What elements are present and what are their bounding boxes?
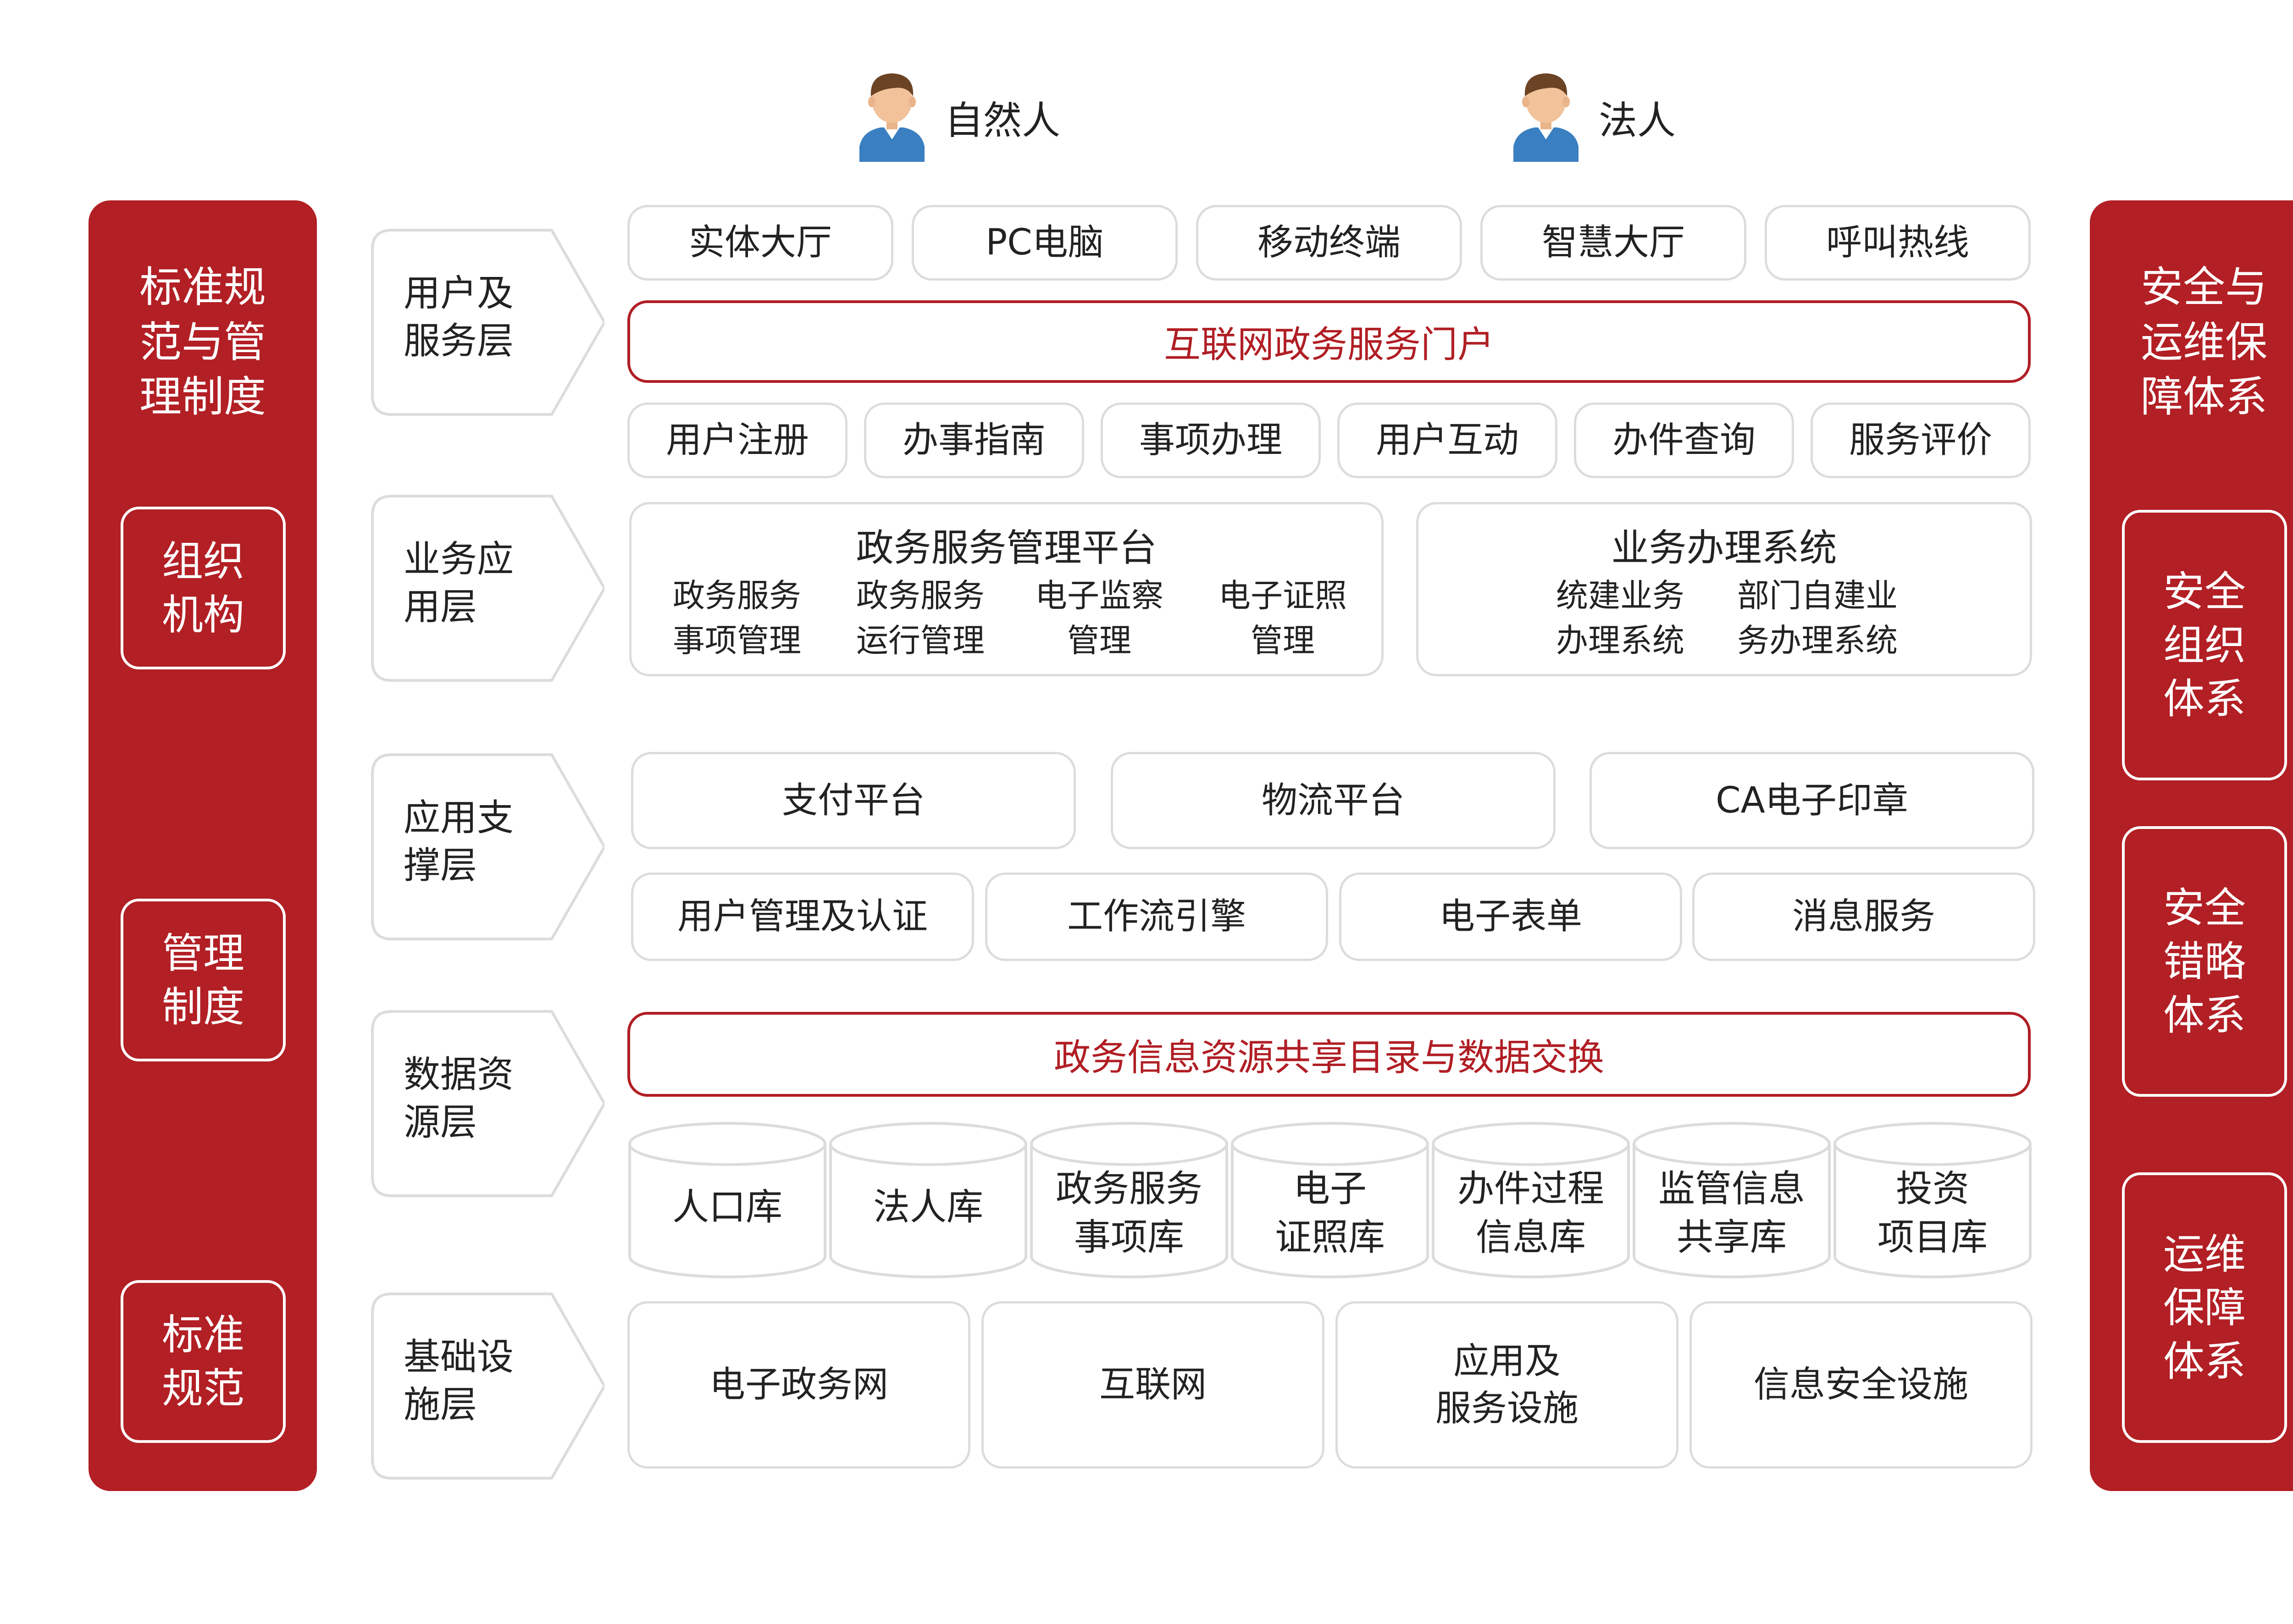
right-pillar-item-security-strategy: 安全 错略 体系 — [2122, 826, 2287, 1097]
support-box: 消息服务 — [1692, 873, 2035, 961]
platform-item: 政务服务 事项管理 — [673, 577, 801, 659]
layer-label-infra: 基础设 施层 — [371, 1292, 604, 1480]
function-box: 事项办理 — [1101, 403, 1321, 478]
database-icon — [1231, 1122, 1429, 1278]
right-pillar-item-security-org: 安全 组织 体系 — [2122, 510, 2287, 780]
database-cylinder: 法人库 — [828, 1121, 1028, 1279]
support-box: 电子表单 — [1339, 873, 1682, 961]
layer-label-support: 应用支 撑层 — [371, 753, 604, 941]
support-box: 支付平台 — [631, 752, 1076, 849]
database-cylinder: 监管信息 共享库 — [1632, 1121, 1832, 1279]
right-pillar-title: 安全与 运维保 障体系 — [2140, 263, 2267, 422]
database-label: 政务服务 事项库 — [1056, 1167, 1202, 1259]
layer-label-text: 数据资 源层 — [404, 1053, 514, 1143]
function-box: 用户注册 — [627, 403, 847, 478]
support-box: 物流平台 — [1111, 752, 1556, 849]
database-icon — [829, 1122, 1027, 1278]
database-icon — [1432, 1122, 1630, 1278]
platform-item: 电子监察 管理 — [1035, 577, 1163, 659]
database-icon — [628, 1122, 826, 1278]
system-item: 统建业务 办理系统 — [1556, 577, 1684, 659]
database-label: 法人库 — [873, 1186, 983, 1228]
function-box: 服务评价 — [1811, 403, 2031, 478]
database-label: 人口库 — [672, 1186, 782, 1228]
channel-box: PC电脑 — [912, 205, 1178, 281]
actor-natural-person: 自然人 — [858, 68, 1114, 169]
database-icon — [1833, 1122, 2032, 1278]
channel-box: 移动终端 — [1196, 205, 1462, 281]
database-cylinder: 投资 项目库 — [1833, 1121, 2033, 1279]
management-platform-title: 政务服务管理平台 — [856, 526, 1157, 570]
management-platform: 政务服务管理平台 政务服务 事项管理 政务服务 运行管理 电子监察 管理 电子证… — [629, 502, 1384, 676]
portal-banner: 互联网政务服务门户 — [627, 300, 2031, 383]
support-box: 工作流引擎 — [985, 873, 1328, 961]
system-item: 部门自建业 务办理系统 — [1737, 577, 1898, 659]
channel-box: 呼叫热线 — [1765, 205, 2031, 281]
person-icon — [1513, 73, 1579, 162]
layer-label-text: 基础设 施层 — [404, 1336, 514, 1426]
business-system: 业务办理系统 统建业务 办理系统 部门自建业 务办理系统 — [1416, 502, 2032, 676]
function-box: 用户互动 — [1337, 403, 1557, 478]
layer-label-text: 应用支 撑层 — [404, 796, 514, 887]
function-box: 办事指南 — [864, 403, 1084, 478]
database-icon — [1633, 1122, 1831, 1278]
database-cylinder: 政务服务 事项库 — [1029, 1121, 1229, 1279]
person-icon — [859, 73, 925, 162]
left-pillar: 标准规 范与管 理制度 组织 机构 管理 制度 标准 规范 — [89, 200, 317, 1491]
database-cylinder: 电子 证照库 — [1230, 1121, 1430, 1279]
left-pillar-item-management: 管理 制度 — [121, 899, 286, 1061]
layer-label-text: 用户及 服务层 — [404, 272, 514, 362]
layer-label-text: 业务应 用层 — [404, 538, 514, 628]
right-pillar-item-ops: 运维 保障 体系 — [2122, 1172, 2287, 1443]
infra-box: 电子政务网 — [627, 1301, 970, 1469]
layer-label-data: 数据资 源层 — [371, 1010, 604, 1198]
actor-legal-person: 法人 — [1512, 68, 1741, 169]
layer-label-service: 用户及 服务层 — [371, 228, 604, 416]
left-pillar-title: 标准规 范与管 理制度 — [139, 263, 266, 422]
right-pillar: 安全与 运维保 障体系 安全 组织 体系 安全 错略 体系 运维 保障 体系 — [2090, 200, 2293, 1491]
platform-item: 电子证照 管理 — [1219, 577, 1347, 659]
database-label: 监管信息 共享库 — [1658, 1167, 1805, 1259]
left-pillar-item-standards: 标准 规范 — [121, 1280, 286, 1443]
database-label: 电子 证照库 — [1275, 1167, 1385, 1259]
platform-item: 政务服务 运行管理 — [856, 577, 985, 659]
database-label: 投资 项目库 — [1878, 1167, 1988, 1259]
actor-name: 自然人 — [945, 98, 1061, 143]
database-cylinder: 办件过程 信息库 — [1431, 1121, 1631, 1279]
database-icon — [1030, 1122, 1228, 1278]
database-cylinder: 人口库 — [627, 1121, 827, 1279]
function-box: 办件查询 — [1574, 403, 1794, 478]
layer-label-business: 业务应 用层 — [371, 494, 604, 682]
infra-box: 应用及 服务设施 — [1335, 1301, 1678, 1469]
business-system-title: 业务办理系统 — [1611, 526, 1837, 570]
infra-box: 互联网 — [981, 1301, 1324, 1469]
channel-box: 智慧大厅 — [1480, 205, 1746, 281]
support-box: CA电子印章 — [1590, 752, 2034, 849]
channel-box: 实体大厅 — [627, 205, 893, 281]
left-pillar-item-org: 组织 机构 — [121, 507, 286, 669]
infra-box: 信息安全设施 — [1689, 1301, 2033, 1469]
database-label: 办件过程 信息库 — [1457, 1167, 1604, 1259]
data-exchange-banner: 政务信息资源共享目录与数据交换 — [627, 1012, 2031, 1097]
support-box: 用户管理及认证 — [631, 873, 974, 961]
actor-name: 法人 — [1599, 98, 1676, 143]
